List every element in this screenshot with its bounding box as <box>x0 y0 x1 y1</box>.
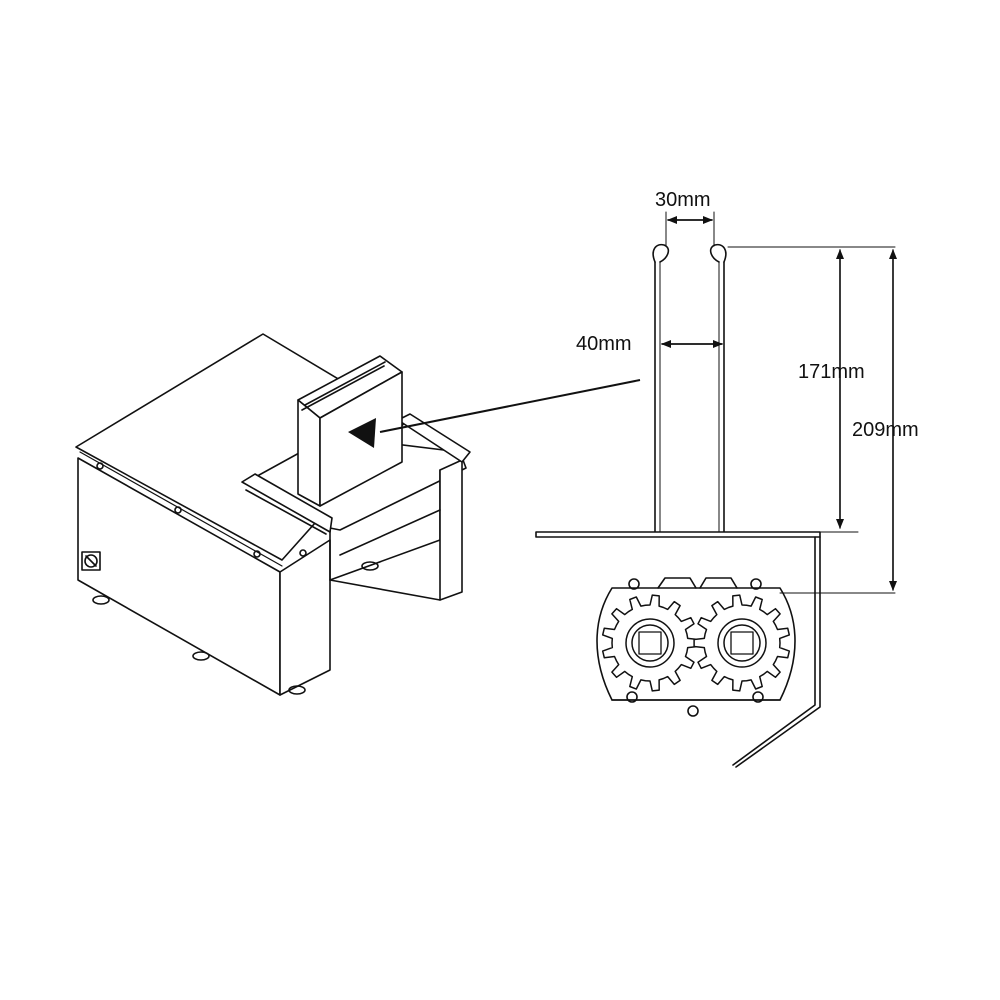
machine-isometric-view <box>75 333 471 696</box>
housing-bolt <box>752 691 764 703</box>
machine-foot <box>192 651 210 661</box>
tube-curl-left <box>652 243 670 263</box>
rim-bolt <box>253 550 261 558</box>
section-view <box>535 211 897 768</box>
dim-label-171mm: 171mm <box>798 361 865 383</box>
gear-shaft <box>638 631 662 655</box>
machine-foot <box>92 595 110 605</box>
rear-rail <box>397 413 471 463</box>
rim-bolt <box>299 549 307 557</box>
front-rail <box>241 473 333 533</box>
machine-foot <box>361 561 379 571</box>
cable-gland-icon <box>81 551 101 571</box>
machine-foot <box>288 685 306 695</box>
dim-label-40mm: 40mm <box>576 333 632 355</box>
housing-bolt <box>750 578 762 590</box>
pointer-arrow <box>379 379 641 433</box>
rim-bolt <box>96 462 104 470</box>
dim-label-209mm: 209mm <box>852 419 919 441</box>
rim-bolt <box>174 506 182 514</box>
housing-bolt <box>687 705 699 717</box>
housing-bolt <box>628 578 640 590</box>
machine-side-face <box>279 539 331 696</box>
tube-curl-right <box>709 243 727 263</box>
base-plate <box>535 531 821 538</box>
gear-icon <box>601 594 699 692</box>
gear-icon <box>693 594 791 692</box>
gear-shaft <box>730 631 754 655</box>
arrow-pointer-icon <box>348 418 376 448</box>
machine-right-bracket <box>439 459 463 601</box>
dim-label-30mm: 30mm <box>655 189 711 211</box>
housing-bolt <box>626 691 638 703</box>
